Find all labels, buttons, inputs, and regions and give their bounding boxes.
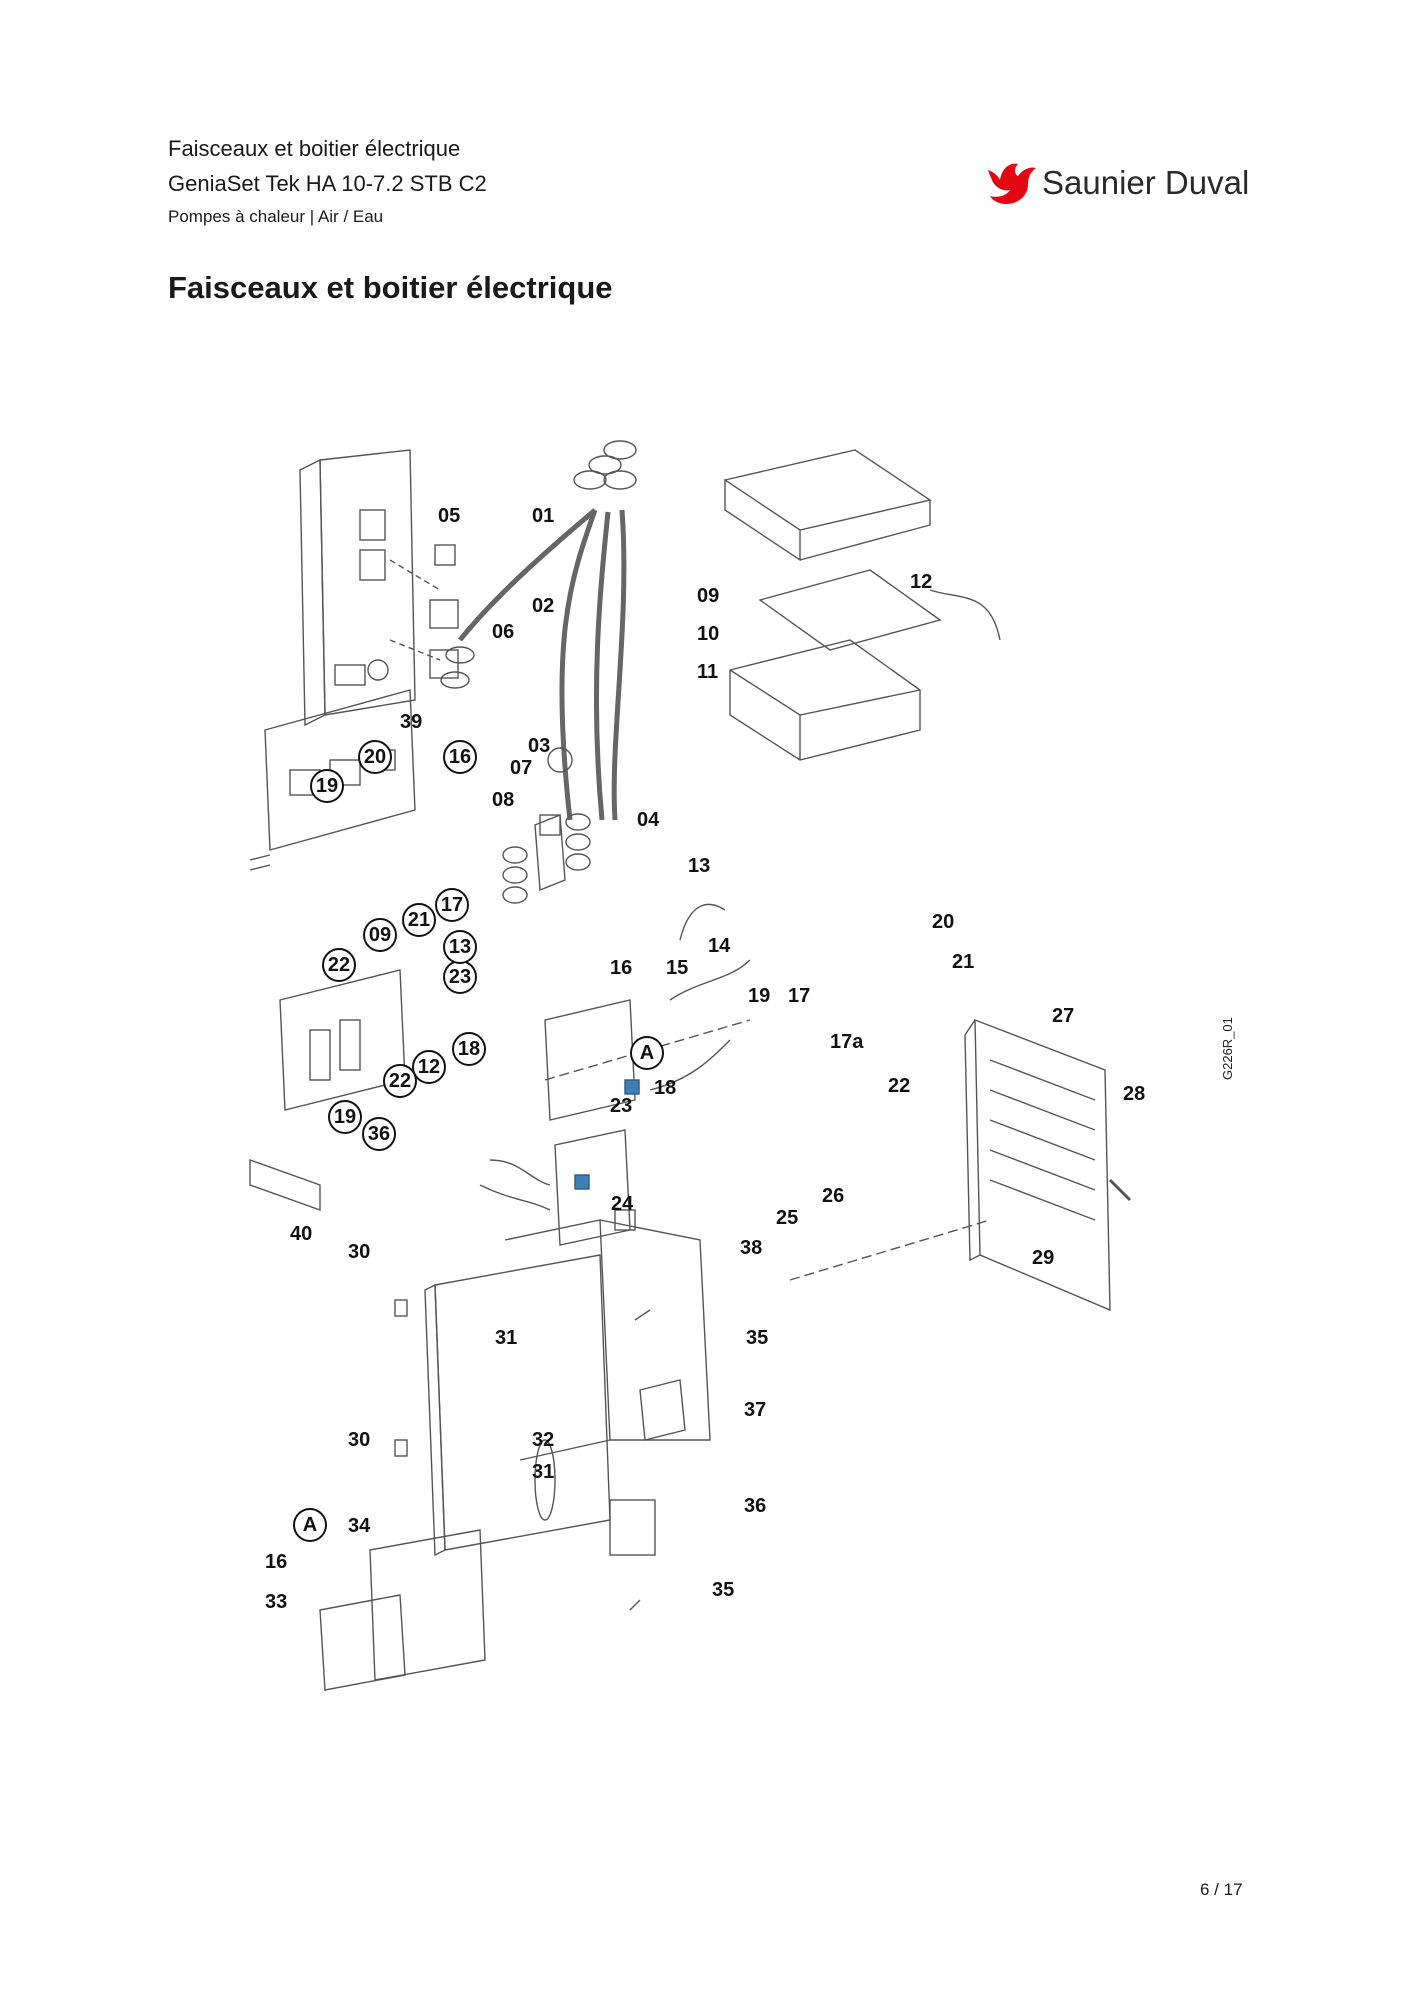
callout-22: 22 (322, 948, 356, 982)
callout-08: 08 (492, 789, 515, 811)
main-pcb (264, 689, 416, 851)
callout-23b: 23 (610, 1095, 633, 1117)
page-number: 6 / 17 (1200, 1880, 1243, 1899)
callout-36: 36 (362, 1117, 396, 1151)
callout-23: 23 (443, 960, 477, 994)
diagram-drawing (249, 440, 1132, 1691)
callout-13b: 13 (443, 930, 477, 964)
callout-12b: 12 (412, 1050, 446, 1084)
bird-icon (988, 163, 1036, 204)
callout-30: 30 (348, 1241, 371, 1263)
callout-21b: 21 (952, 951, 975, 973)
callout-33: 33 (265, 1591, 288, 1613)
header-model: GeniaSet Tek HA 10-7.2 STB C2 (168, 171, 487, 196)
callout-19: 19 (310, 769, 344, 803)
callout-28: 28 (1123, 1083, 1146, 1105)
callout-34: 34 (348, 1515, 371, 1537)
callout-09b: 09 (363, 918, 397, 952)
callout-32: 32 (532, 1429, 555, 1451)
callout-27: 27 (1052, 1005, 1075, 1027)
callout-38: 38 (740, 1237, 763, 1259)
callout-22b: 22 (383, 1064, 417, 1098)
callout-14: 14 (708, 935, 731, 957)
callout-16: 16 (443, 740, 477, 774)
callout-10: 10 (697, 623, 720, 645)
callout-29: 29 (1032, 1247, 1055, 1269)
callout-37: 37 (744, 1399, 767, 1421)
callout-12: 12 (910, 571, 933, 593)
callout-31: 31 (495, 1327, 518, 1349)
callout-39: 39 (400, 711, 423, 733)
interface-pcb (544, 999, 636, 1121)
callout-17a: 17a (830, 1031, 864, 1053)
front-cover (974, 1018, 1111, 1312)
control-box-cover (723, 449, 932, 562)
callout-04: 04 (637, 809, 660, 831)
header-category: Pompes à chaleur | Air / Eau (168, 207, 384, 226)
exploded-parts-diagram: 05 01 09 12 06 02 10 11 39 20 16 19 03 0… (230, 440, 1210, 1720)
callout-05: 05 (438, 505, 461, 527)
callout-17: 17 (435, 888, 469, 922)
callout-16c: 16 (265, 1551, 288, 1573)
callout-19c: 19 (328, 1100, 362, 1134)
callout-15: 15 (666, 957, 689, 979)
callout-02: 02 (532, 595, 555, 617)
callout-18: 18 (452, 1032, 486, 1066)
callout-31b: 31 (532, 1461, 555, 1483)
callout-20b: 20 (932, 911, 955, 933)
callout-35: 35 (746, 1327, 769, 1349)
callout-a: A (630, 1036, 664, 1070)
callout-07: 07 (510, 757, 533, 779)
callout-36b: 36 (744, 1495, 767, 1517)
callout-01: 01 (532, 505, 555, 527)
callout-17b: 17 (788, 985, 811, 1007)
callout-26: 26 (822, 1185, 845, 1207)
callout-25: 25 (776, 1207, 799, 1229)
callout-11: 11 (697, 661, 719, 683)
callout-35b: 35 (712, 1579, 735, 1601)
callout-03: 03 (528, 735, 551, 757)
callout-40: 40 (290, 1223, 313, 1245)
callout-09: 09 (697, 585, 720, 607)
callout-20: 20 (358, 740, 392, 774)
hose-assembly (559, 509, 627, 821)
callout-21: 21 (402, 903, 436, 937)
callout-a-b: A (293, 1508, 327, 1542)
callout-30b: 30 (348, 1429, 371, 1451)
header-title: Faisceaux et boitier électrique (168, 136, 461, 161)
callout-22c: 22 (888, 1075, 911, 1097)
callout-16b: 16 (610, 957, 633, 979)
saunier-duval-logo: Saunier Duval (984, 156, 1254, 212)
callout-19b: 19 (748, 985, 771, 1007)
brand-name: Saunier Duval (1042, 164, 1250, 201)
mounting-plate (319, 449, 416, 716)
callout-24: 24 (611, 1193, 634, 1215)
callout-13: 13 (688, 855, 711, 877)
page-title: Faisceaux et boitier électrique (168, 270, 613, 305)
drawing-reference: G226R_01 (1220, 1017, 1235, 1080)
callout-18b: 18 (654, 1077, 677, 1099)
callout-06: 06 (492, 621, 515, 643)
